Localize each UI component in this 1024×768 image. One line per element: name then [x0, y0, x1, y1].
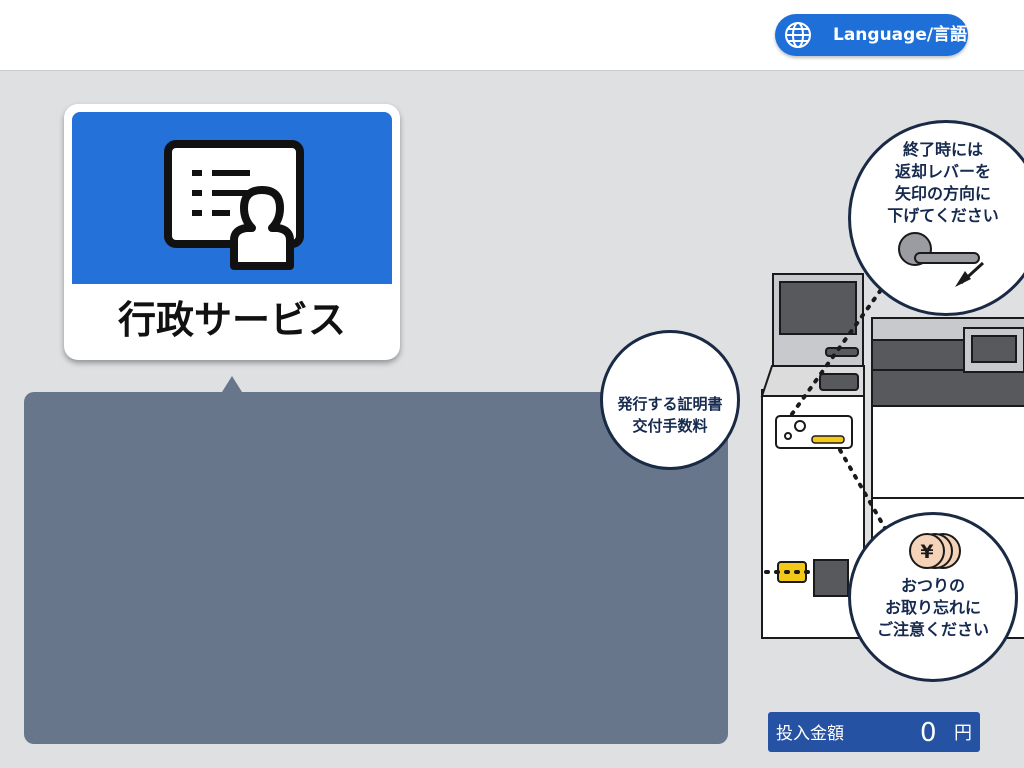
service-list-panel	[24, 392, 728, 744]
change-callout: ¥ おつりの お取り忘れに ご注意ください	[848, 512, 1018, 682]
language-button-label: Language/言語	[833, 25, 968, 45]
return-lever-callout-line: 下げてください	[887, 206, 999, 225]
globe-icon	[783, 20, 813, 54]
inserted-amount-unit: 円	[954, 723, 972, 744]
inserted-amount-display: 投入金額 0 円	[768, 712, 980, 752]
service-card-banner	[72, 112, 392, 284]
administrative-services-button[interactable]: 行政サービス	[64, 104, 400, 360]
change-callout-line: おつりの	[900, 576, 965, 595]
language-button[interactable]: Language/言語	[775, 14, 968, 56]
top-bar: Language/言語	[0, 0, 1024, 71]
service-card-title: 行政サービス	[117, 298, 346, 342]
fee-callout-line: 発行する証明書	[617, 395, 723, 413]
return-lever-callout-line: 返却レバーを	[894, 162, 991, 181]
change-callout-line: お取り忘れに	[884, 598, 981, 617]
inserted-amount-label: 投入金額	[776, 724, 844, 744]
fee-callout: 発行する証明書 交付手数料	[600, 330, 740, 470]
yen-symbol: ¥	[920, 541, 933, 563]
return-lever-callout-line: 矢印の方向に	[894, 184, 991, 203]
inserted-amount-value: 0	[920, 718, 937, 748]
change-callout-line: ご注意ください	[876, 620, 989, 639]
yen-coins-icon: ¥	[909, 533, 961, 569]
return-lever-callout-line: 終了時には	[902, 140, 983, 159]
certificate-id-card-icon	[164, 140, 304, 270]
panel-pointer	[222, 376, 242, 392]
return-lever-icon	[898, 232, 985, 287]
fee-callout-line: 交付手数料	[632, 417, 708, 435]
return-lever-callout: 終了時には 返却レバーを 矢印の方向に 下げてください	[848, 120, 1024, 316]
